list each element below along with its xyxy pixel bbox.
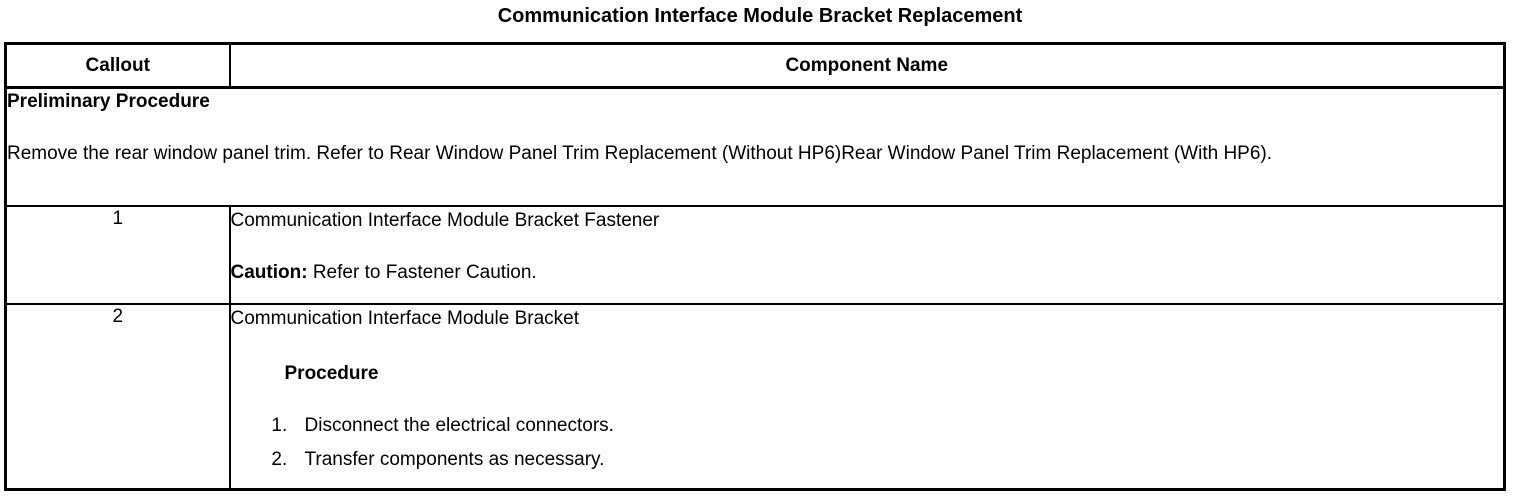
procedure-step-list: Disconnect the electrical connectors. Tr… (231, 409, 1504, 477)
column-header-component-name: Component Name (228, 42, 1506, 89)
preliminary-procedure-cell: Preliminary Procedure Remove the rear wi… (4, 86, 1506, 207)
callout-number: 2 (4, 302, 231, 491)
table-row: 2 Communication Interface Module Bracket… (4, 302, 1506, 491)
procedure-step: Disconnect the electrical connectors. (293, 409, 1504, 443)
caution-label: Caution: (230, 261, 308, 283)
preliminary-procedure-heading: Preliminary Procedure (7, 91, 210, 112)
callout-number: 1 (4, 204, 231, 305)
caution-text: Refer to Fastener Caution. (307, 261, 537, 283)
component-description-cell: Communication Interface Module Bracket F… (228, 204, 1506, 305)
procedure-step: Transfer components as necessary. (293, 443, 1504, 477)
preliminary-procedure-row: Preliminary Procedure Remove the rear wi… (4, 86, 1506, 207)
column-header-callout: Callout (4, 42, 231, 89)
procedure-subheading: Procedure (284, 362, 379, 384)
table-header-row: Callout Component Name (4, 42, 1506, 89)
procedure-table-container: Callout Component Name Preliminary Proce… (4, 42, 1506, 497)
table-row: 1 Communication Interface Module Bracket… (4, 204, 1506, 305)
page-title: Communication Interface Module Bracket R… (497, 5, 1023, 27)
procedure-table: Callout Component Name Preliminary Proce… (4, 42, 1506, 491)
caution-note: Caution: Refer to Fastener Caution. (231, 260, 1504, 286)
preliminary-procedure-text: Remove the rear window panel trim. Refer… (7, 143, 1273, 164)
component-name-text: Communication Interface Module Bracket (230, 307, 580, 329)
component-name-text: Communication Interface Module Bracket F… (230, 209, 660, 231)
component-description-cell: Communication Interface Module Bracket P… (228, 302, 1506, 491)
